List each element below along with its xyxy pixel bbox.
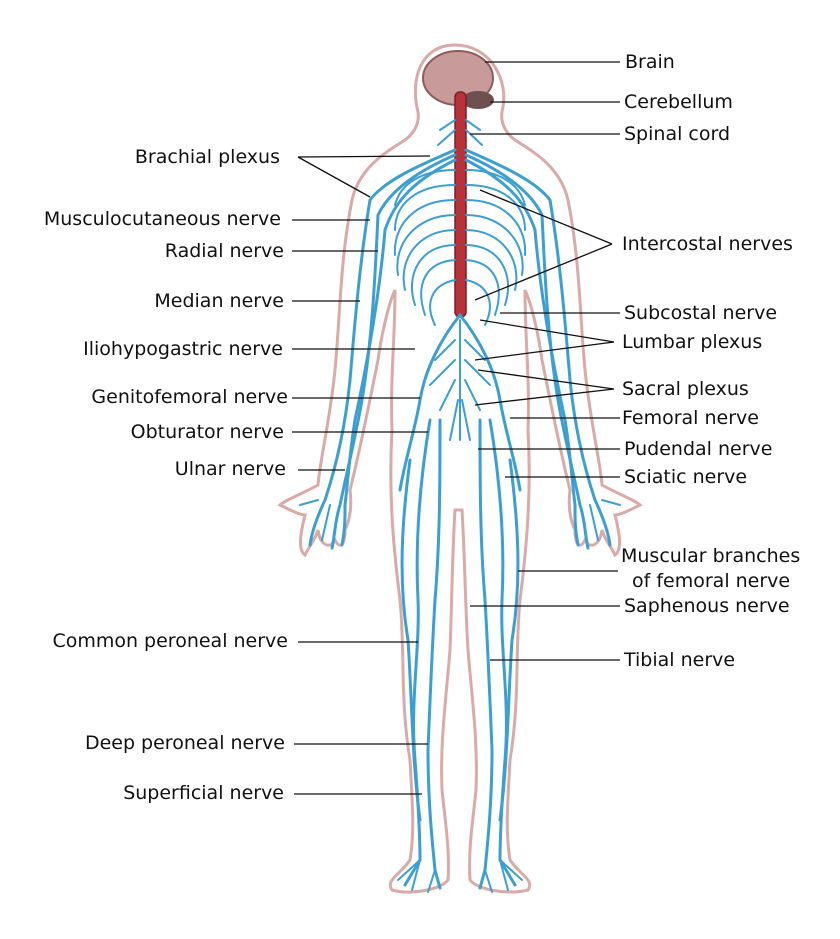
label-saphenous-nerve: Saphenous nerve (624, 595, 790, 617)
label-subcostal-nerve: Subcostal nerve (624, 302, 777, 324)
label-muscular-branches-line2: of femoral nerve (632, 570, 790, 592)
label-brachial-plexus: Brachial plexus (135, 146, 280, 168)
label-pudendal-nerve: Pudendal nerve (624, 438, 772, 460)
label-cerebellum: Cerebellum (624, 91, 733, 113)
label-common-peroneal-nerve: Common peroneal nerve (52, 630, 288, 652)
label-tibial-nerve: Tibial nerve (623, 649, 735, 671)
label-sciatic-nerve: Sciatic nerve (624, 466, 747, 488)
label-obturator-nerve: Obturator nerve (131, 421, 284, 443)
cerebellum-shape (462, 91, 494, 109)
label-musculocutaneous-nerve: Musculocutaneous nerve (44, 208, 281, 230)
label-sacral-plexus: Sacral plexus (622, 378, 749, 400)
leader-lines (292, 61, 620, 795)
label-femoral-nerve: Femoral nerve (622, 407, 759, 429)
label-iliohypogastric-nerve: Iliohypogastric nerve (83, 338, 283, 360)
label-ulnar-nerve: Ulnar nerve (175, 458, 286, 480)
label-muscular-branches-line1: Muscular branches (621, 545, 800, 567)
spinal-cord-shape (454, 91, 467, 318)
label-spinal-cord: Spinal cord (624, 123, 730, 145)
label-genitofemoral-nerve: Genitofemoral nerve (91, 386, 288, 408)
label-radial-nerve: Radial nerve (165, 240, 284, 262)
label-brain: Brain (625, 51, 675, 73)
label-deep-peroneal-nerve: Deep peroneal nerve (85, 732, 285, 754)
label-median-nerve: Median nerve (154, 290, 284, 312)
label-lumbar-plexus: Lumbar plexus (622, 331, 762, 353)
nerve-network (299, 119, 621, 893)
label-superficial-nerve: Superficial nerve (123, 782, 284, 804)
body-outline (277, 43, 643, 894)
label-intercostal-nerves: Intercostal nerves (622, 233, 793, 255)
